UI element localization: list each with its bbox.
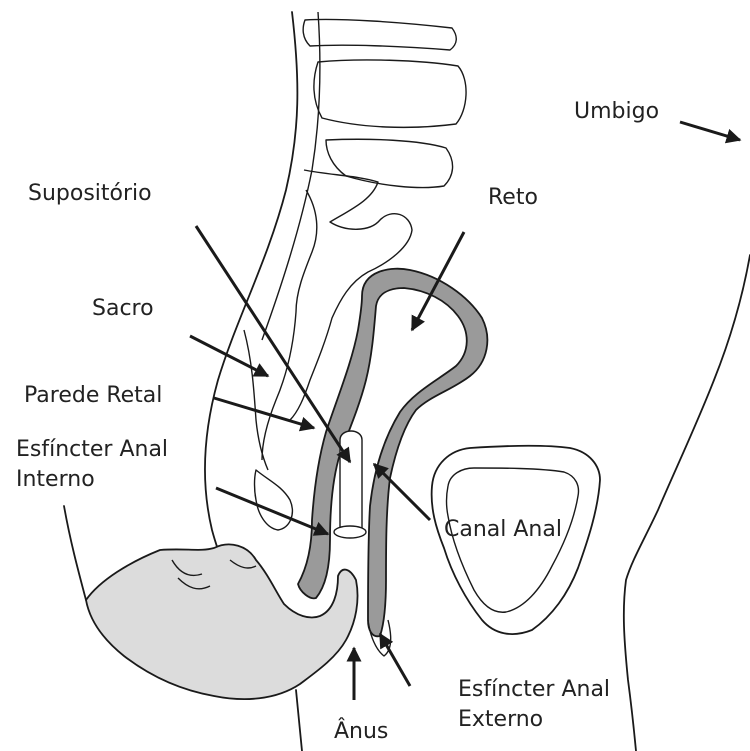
vertebra-3	[326, 139, 453, 187]
pointer-parede-retal	[214, 398, 314, 428]
label-supositorio: Supositório	[28, 180, 152, 207]
label-canal-anal: Canal Anal	[444, 516, 562, 543]
label-parede-retal: Parede Retal	[24, 382, 162, 409]
coccyx	[255, 470, 293, 530]
leg-line	[296, 690, 302, 751]
label-esfincter-externo-1: Esfíncter Anal	[458, 676, 610, 703]
back-outline	[205, 12, 298, 600]
pointer-esfincter-externo	[380, 634, 410, 686]
suppository	[340, 431, 362, 538]
label-esfincter-interno-1: Esfíncter Anal	[16, 436, 168, 463]
sacrum-front	[244, 330, 268, 470]
label-anus: Ânus	[334, 718, 388, 745]
label-esfincter-externo-2: Externo	[458, 706, 543, 733]
rectal-wall	[298, 269, 487, 637]
pointer-supositorio	[196, 226, 350, 462]
label-umbigo: Umbigo	[574, 98, 659, 125]
vertebra-1	[303, 19, 456, 50]
label-esfincter-interno-2: Interno	[16, 466, 95, 493]
label-reto: Reto	[488, 184, 538, 211]
vertebra-2	[314, 60, 466, 127]
thigh-back	[64, 506, 86, 600]
label-sacro: Sacro	[92, 295, 154, 322]
anal-ring	[334, 526, 366, 538]
abdomen-front	[624, 255, 750, 751]
pointer-sacro	[190, 336, 268, 376]
pointer-umbigo	[680, 122, 740, 140]
inner-back-line	[262, 12, 320, 340]
